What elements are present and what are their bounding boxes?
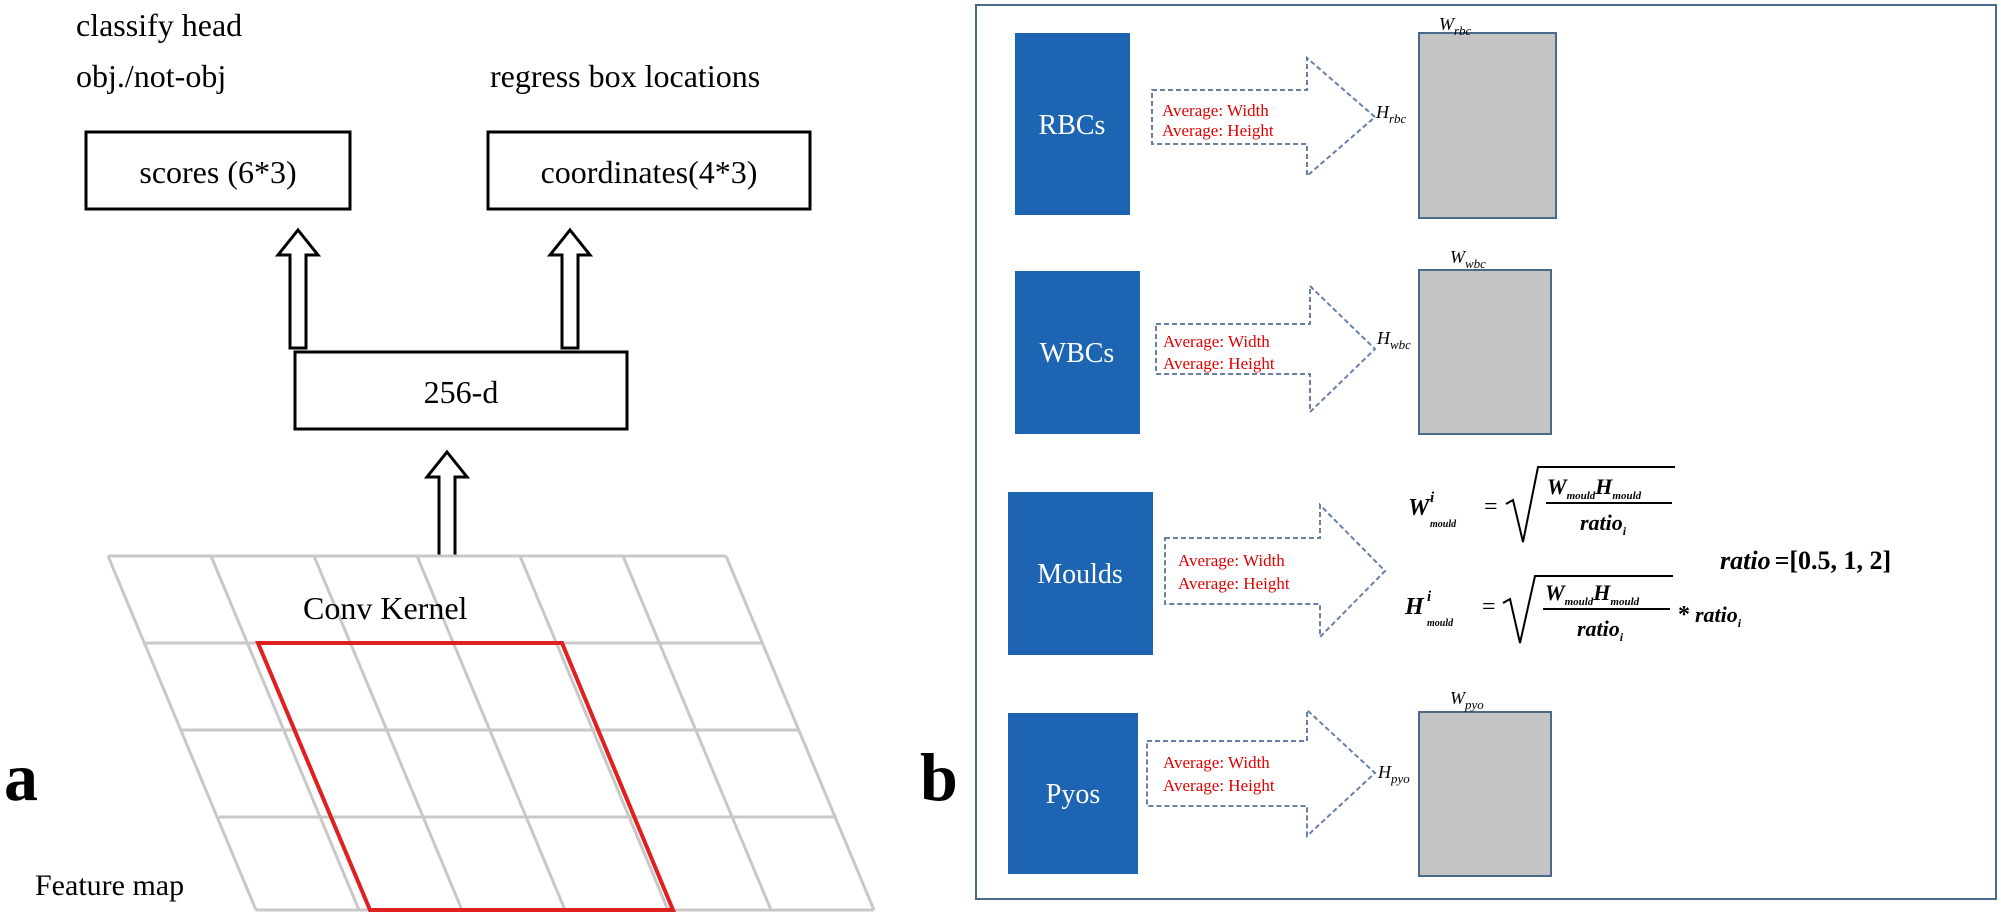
wbcs-avg-height: Average: Height [1163, 354, 1275, 373]
moulds-avg-width: Average: Width [1178, 551, 1285, 570]
right-arrow-icon [1155, 283, 1377, 415]
row-pyos: Pyos Average: Width Average: Height Wpyo… [1008, 688, 1552, 877]
panel-a-label: a [4, 739, 38, 815]
right-arrow-icon [1151, 55, 1377, 179]
pyos-class-label: Pyos [1046, 779, 1100, 810]
w-mould-formula: W i mould = WmouldHmould ratioi [1408, 466, 1675, 543]
wbcs-height-label: Hwbc [1376, 328, 1411, 352]
scores-box-label: scores (6*3) [139, 154, 296, 190]
rbcs-class-label: RBCs [1039, 110, 1106, 141]
obj-not-obj-label: obj./not-obj [76, 58, 226, 94]
h-mould-formula: H i mould = WmouldHmould ratioi * ratioi [1404, 575, 1742, 644]
feature-vector-box [293, 350, 629, 431]
rbcs-class-box [1015, 33, 1130, 215]
panel-b-label: b [920, 739, 958, 815]
conv-kernel-outline [254, 641, 676, 912]
svg-text:mould: mould [1427, 618, 1454, 629]
svg-text:=: = [1482, 594, 1496, 620]
svg-text:=: = [1484, 494, 1498, 520]
moulds-class-box [1008, 492, 1153, 655]
rbcs-height-label: Hrbc [1375, 102, 1407, 126]
svg-text:W: W [1408, 495, 1431, 521]
wbcs-class-label: WBCs [1040, 338, 1115, 369]
scores-box [84, 130, 352, 211]
pyos-anchor-box [1418, 711, 1552, 877]
pyos-width-label: Wpyo [1450, 688, 1484, 712]
moulds-avg-height: Average: Height [1178, 574, 1290, 593]
up-arrow-icon [546, 227, 594, 350]
feature-vector-label: 256-d [424, 374, 499, 410]
pyos-class-box [1008, 713, 1138, 874]
svg-text:WmouldHmould: WmouldHmould [1547, 474, 1642, 502]
rbcs-width-label: Wrbc [1439, 14, 1472, 38]
coordinates-box [486, 130, 812, 211]
right-arrow-icon [1164, 502, 1387, 640]
svg-text:WmouldHmould: WmouldHmould [1545, 580, 1640, 608]
svg-text:H: H [1404, 594, 1425, 620]
row-moulds: Moulds Average: Width Average: Height W … [1008, 466, 1891, 655]
wbcs-width-label: Wwbc [1450, 247, 1486, 271]
feature-map-label: Feature map [35, 869, 184, 902]
rbcs-avg-height: Average: Height [1162, 121, 1274, 140]
svg-text:ratioi: ratioi [1580, 510, 1627, 538]
wbcs-anchor-box [1418, 269, 1552, 435]
row-wbcs: WBCs Average: Width Average: Height Wwbc… [1015, 247, 1552, 435]
pyos-avg-height: Average: Height [1163, 776, 1275, 795]
svg-text:mould: mould [1430, 519, 1457, 530]
panel-b: b RBCs Average: Width Average: Height Wr… [920, 4, 1997, 900]
feature-map-grid [106, 554, 876, 912]
svg-text:ratioi: ratioi [1577, 616, 1624, 644]
svg-text:i: i [1427, 589, 1432, 605]
row-rbcs: RBCs Average: Width Average: Height Wrbc… [1015, 14, 1557, 219]
moulds-class-label: Moulds [1037, 559, 1123, 590]
sqrt-symbol [1502, 575, 1673, 644]
svg-text:i: i [1430, 490, 1435, 506]
svg-text:*: * [1678, 602, 1690, 628]
panel-a: classify head obj./not-obj regress box l… [4, 7, 876, 912]
ratio-definition: ratio=[0.5, 1, 2] [1720, 546, 1891, 575]
wbcs-avg-width: Average: Width [1163, 332, 1270, 351]
right-arrow-icon [1146, 707, 1377, 839]
classify-head-label: classify head [76, 7, 242, 43]
pyos-height-label: Hpyo [1377, 762, 1410, 786]
svg-text:ratioi: ratioi [1695, 602, 1742, 630]
coordinates-box-label: coordinates(4*3) [541, 154, 758, 190]
pyos-avg-width: Average: Width [1163, 753, 1270, 772]
rbcs-avg-width: Average: Width [1162, 101, 1269, 120]
conv-kernel-label: Conv Kernel [303, 590, 468, 626]
up-arrow-icon [274, 227, 322, 350]
wbcs-class-box [1015, 271, 1140, 434]
sqrt-symbol [1505, 466, 1675, 543]
rbcs-anchor-box [1418, 32, 1557, 219]
regress-box-label: regress box locations [490, 58, 760, 94]
up-arrow-icon [423, 449, 471, 558]
